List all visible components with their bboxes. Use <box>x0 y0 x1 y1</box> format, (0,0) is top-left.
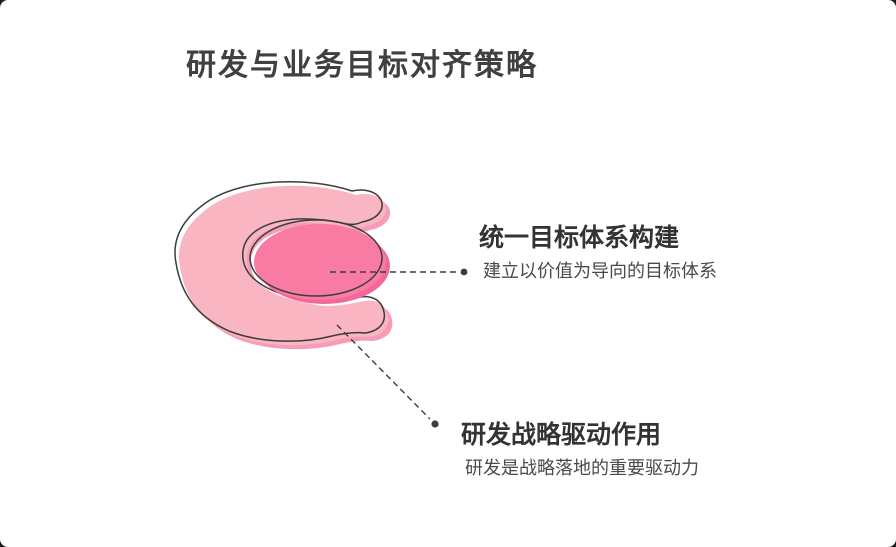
callout-unified-goals-title: 统一目标体系构建 <box>479 224 680 252</box>
page-title: 研发与业务目标对齐策略 <box>186 49 538 82</box>
callout-rd-strategy-description: 研发是战略落地的重要驱动力 <box>465 457 699 478</box>
connector-1 <box>330 268 468 276</box>
c-shape-fill <box>178 185 389 346</box>
c-shape-outline <box>174 181 386 342</box>
focus-ellipse-fill <box>254 224 386 300</box>
callout-rd-strategy-title: 研发战略驱动作用 <box>461 421 662 449</box>
connector-2 <box>336 324 439 428</box>
callout-unified-goals-description: 建立以价值为导向的目标体系 <box>483 260 717 281</box>
connector-1-dot <box>460 268 468 276</box>
focus-ellipse-outline <box>249 219 383 297</box>
connector-2-line <box>336 324 431 420</box>
connector-2-dot <box>431 420 439 428</box>
callout-unified-goals: 统一目标体系构建 建立以价值为导向的目标体系 <box>479 224 717 282</box>
callout-rd-strategy: 研发战略驱动作用 研发是战略落地的重要驱动力 <box>461 421 699 479</box>
